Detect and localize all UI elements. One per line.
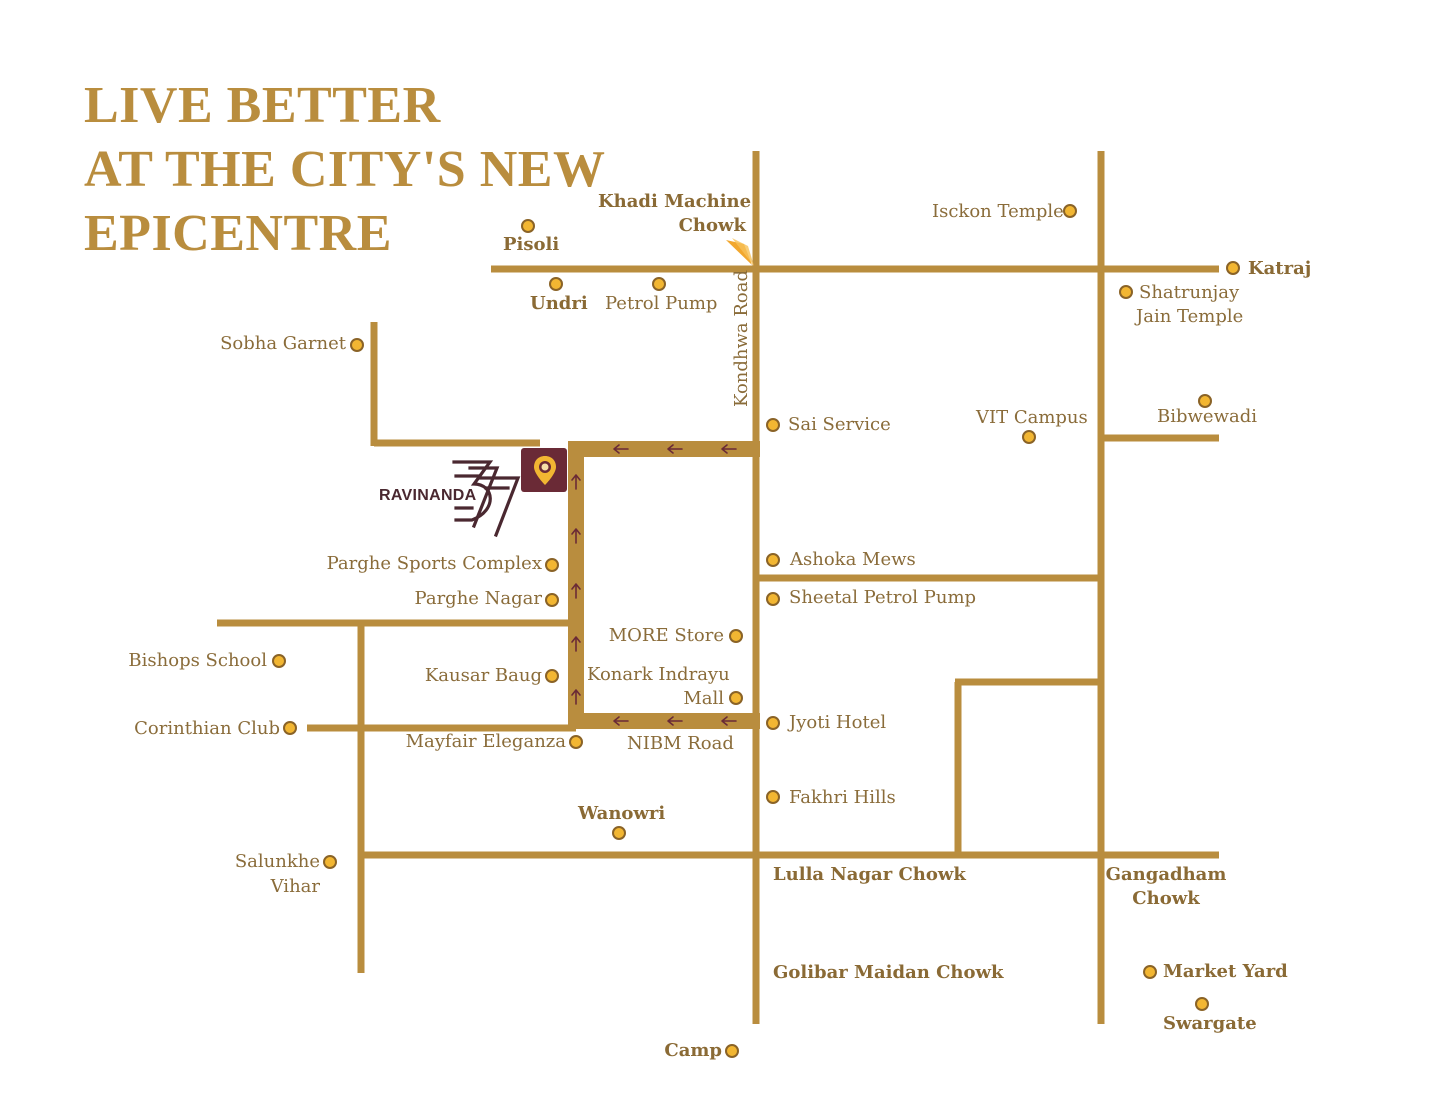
label-katraj: Katraj (1248, 258, 1312, 279)
arrow-icon (571, 636, 581, 652)
label-khadi: Khadi Machine (598, 191, 752, 212)
location-dot-icon (521, 219, 535, 233)
label-lulla: Lulla Nagar Chowk (773, 864, 966, 885)
location-dot-icon (766, 553, 780, 567)
label-isckon: Isckon Temple (932, 201, 1064, 222)
location-dot-icon (766, 592, 780, 606)
headline-line-3: EPICENTRE (84, 205, 392, 262)
arrow-icon (667, 716, 683, 726)
label-sobha: Sobha Garnet (220, 333, 346, 354)
label-corinthian: Corinthian Club (134, 718, 280, 739)
label-market-yard: Market Yard (1163, 961, 1288, 982)
label-pisoli: Pisoli (503, 234, 560, 255)
location-dot-icon (1063, 204, 1077, 218)
label-ashoka: Ashoka Mews (790, 549, 916, 570)
khadi-pointer-icon (726, 240, 752, 265)
location-dot-icon (612, 826, 626, 840)
arrow-icon (721, 716, 737, 726)
label-shatrunjay-2: Jain Temple (1136, 306, 1244, 327)
label-sheetal: Sheetal Petrol Pump (789, 587, 977, 608)
location-dot-icon (729, 629, 743, 643)
arrow-icon (667, 444, 683, 454)
location-dot-icon (545, 669, 559, 683)
location-dot-icon (549, 277, 563, 291)
location-dot-icon (766, 418, 780, 432)
label-gangadham-2: Chowk (1132, 888, 1200, 909)
project-logo-37 (452, 460, 521, 538)
road-label-kondhwa: Kondhwa Road (731, 269, 752, 407)
location-dot-icon (323, 855, 337, 869)
label-parghe-sports: Parghe Sports Complex (326, 553, 542, 574)
location-dot-icon (545, 558, 559, 572)
label-petrol-pump: Petrol Pump (605, 293, 718, 314)
project-name: RAVINANDA (379, 487, 477, 504)
road-label-nibm: NIBM Road (627, 733, 734, 754)
label-more-store: MORE Store (608, 625, 724, 646)
location-dot-icon (1119, 285, 1133, 299)
label-konark-2: Mall (683, 688, 724, 709)
location-dot-icon (1195, 997, 1209, 1011)
label-bibwewadi: Bibwewadi (1157, 406, 1257, 427)
label-mayfair: Mayfair Eleganza (405, 731, 566, 752)
label-salunkhe: Salunkhe (234, 851, 320, 872)
label-parghe-nagar: Parghe Nagar (414, 588, 542, 609)
location-dot-icon (652, 277, 666, 291)
map-pin-icon (534, 456, 556, 485)
location-dot-icon (272, 654, 286, 668)
location-dot-icon (766, 790, 780, 804)
label-sai: Sai Service (788, 414, 891, 435)
label-salunkhe-2: Vihar (270, 876, 320, 897)
headline-line-2: AT THE CITY'S NEW (84, 141, 606, 198)
location-dot-icon (1198, 394, 1212, 408)
location-dot-icon (1022, 430, 1036, 444)
location-dot-icon (350, 338, 364, 352)
label-fakhri: Fakhri Hills (789, 787, 896, 808)
label-shatrunjay: Shatrunjay (1139, 282, 1240, 303)
location-dot-icon (766, 716, 780, 730)
label-undri: Undri (530, 293, 588, 314)
project-marker[interactable] (521, 448, 567, 492)
label-khadi-2: Chowk (678, 215, 746, 236)
label-konark: Konark Indrayu (587, 664, 730, 685)
label-kausar: Kausar Baug (424, 665, 542, 686)
label-bishops: Bishops School (128, 650, 267, 671)
label-vit: VIT Campus (976, 407, 1088, 428)
location-dot-icon (1226, 261, 1240, 275)
location-dot-icon (1143, 965, 1157, 979)
location-dot-icon (729, 691, 743, 705)
label-wanowri: Wanowri (578, 803, 666, 824)
label-jyoti: Jyoti Hotel (789, 712, 887, 733)
location-dot-icon (283, 721, 297, 735)
label-gangadham: Gangadham (1105, 864, 1227, 885)
arrow-icon (721, 444, 737, 454)
location-dot-icon (725, 1044, 739, 1058)
location-dot-icon (545, 593, 559, 607)
arrow-icon (571, 689, 581, 705)
label-golibar: Golibar Maidan Chowk (773, 962, 1004, 983)
label-camp: Camp (664, 1040, 722, 1061)
label-swargate: Swargate (1163, 1013, 1257, 1034)
headline-line-1: LIVE BETTER (84, 77, 441, 134)
location-dot-icon (569, 735, 583, 749)
arrow-icon (571, 583, 581, 599)
arrow-icon (613, 716, 629, 726)
arrow-icon (571, 474, 581, 490)
arrow-icon (571, 528, 581, 544)
arrow-icon (613, 444, 629, 454)
